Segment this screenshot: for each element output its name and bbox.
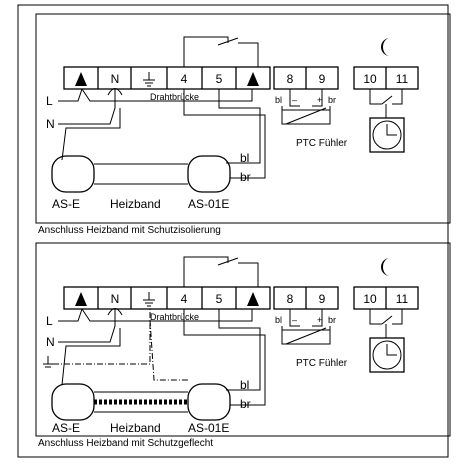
phase-triangle-icon	[247, 292, 259, 306]
phase-triangle-icon	[75, 72, 87, 86]
line-L-label: L	[46, 314, 53, 328]
end-right-label: AS-01E	[188, 197, 229, 211]
phase-triangle-icon	[247, 72, 259, 86]
wire-br-label: br	[240, 397, 251, 411]
line-L-label: L	[46, 94, 53, 108]
sensor-br-label: br	[328, 315, 336, 325]
diagram-1-frame	[35, 13, 451, 224]
end-cap-right	[187, 383, 231, 421]
terminal-4: 4	[181, 72, 188, 86]
end-left-label: AS-E	[52, 197, 80, 211]
sensor-bl-label: bl	[275, 315, 282, 325]
terminal-4: 4	[181, 292, 188, 306]
terminal-11: 11	[396, 72, 409, 86]
ground-icon	[43, 356, 53, 368]
ptc-resistor-icon	[281, 309, 331, 345]
crescent-moon-icon	[381, 258, 390, 276]
terminal-8: 8	[287, 72, 294, 86]
bridge-label: Drahtbrücke	[150, 312, 199, 322]
timer-clock-icon	[369, 117, 405, 153]
sensor-label: PTC Fühler	[296, 138, 348, 149]
terminal-N: N	[111, 292, 120, 306]
caption-2: Anschluss Heizband mit Schutzgeflecht	[38, 438, 213, 449]
ground-icon	[143, 72, 155, 87]
sensor-minus-label: –	[292, 95, 297, 105]
sensor-plus-label: +	[317, 95, 322, 105]
terminal-9: 9	[319, 72, 326, 86]
ground-icon	[143, 292, 155, 307]
terminal-5: 5	[216, 292, 223, 306]
end-cap-left	[51, 383, 95, 421]
terminal-9: 9	[319, 292, 326, 306]
terminal-5: 5	[216, 72, 223, 86]
end-right-label: AS-01E	[188, 421, 229, 435]
terminal-10: 10	[363, 72, 377, 86]
heating-band-2	[51, 383, 231, 421]
wire-bl-label: bl	[240, 378, 249, 392]
terminal-N: N	[111, 72, 120, 86]
wire-bl-label: bl	[240, 151, 249, 165]
wire-br-label: br	[240, 170, 251, 184]
outer-frame	[17, 4, 449, 458]
end-cap-right	[187, 155, 231, 193]
line-N-label: N	[46, 117, 55, 131]
caption-1: Anschluss Heizband mit Schutzisolierung	[38, 225, 221, 236]
line-N-label: N	[46, 335, 55, 349]
sensor-br-label: br	[328, 95, 336, 105]
cable-label: Heizband	[110, 197, 161, 211]
end-left-label: AS-E	[52, 421, 80, 435]
diagram-1: N 4 5 8 9 10 11 Drahtbrücke L N	[35, 13, 451, 236]
terminal-8: 8	[287, 292, 294, 306]
ptc-resistor-icon	[281, 89, 331, 125]
terminal-11: 11	[396, 292, 409, 306]
sensor-label: PTC Fühler	[296, 358, 348, 369]
sensor-bl-label: bl	[275, 95, 282, 105]
terminal-10: 10	[363, 292, 377, 306]
crescent-moon-icon	[381, 38, 390, 56]
timer-clock-icon	[369, 337, 405, 373]
heating-band-1	[51, 155, 231, 193]
sensor-plus-label: +	[317, 315, 322, 325]
end-cap-left	[51, 155, 95, 193]
diagram-2: N 4 5 8 9 10 11 Drahtbrücke L N	[35, 242, 451, 449]
diagram-2-frame	[35, 242, 451, 437]
sensor-minus-label: –	[292, 315, 297, 325]
bridge-label: Drahtbrücke	[150, 92, 199, 102]
cable-label: Heizband	[110, 421, 161, 435]
phase-triangle-icon	[75, 292, 87, 306]
